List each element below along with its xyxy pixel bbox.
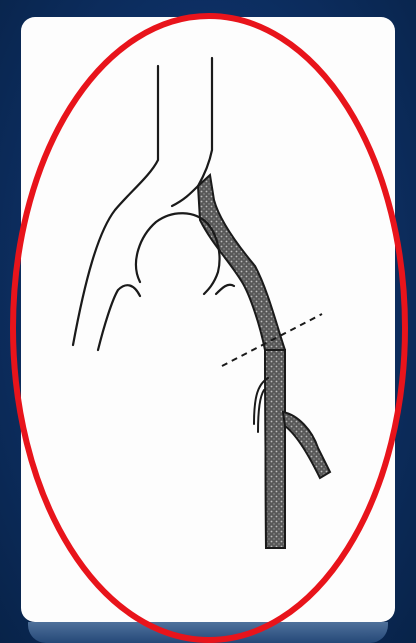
branch-vessel-shaded [283,412,330,478]
highlight-ellipse [13,16,405,640]
stent-graft-distal [265,350,285,548]
